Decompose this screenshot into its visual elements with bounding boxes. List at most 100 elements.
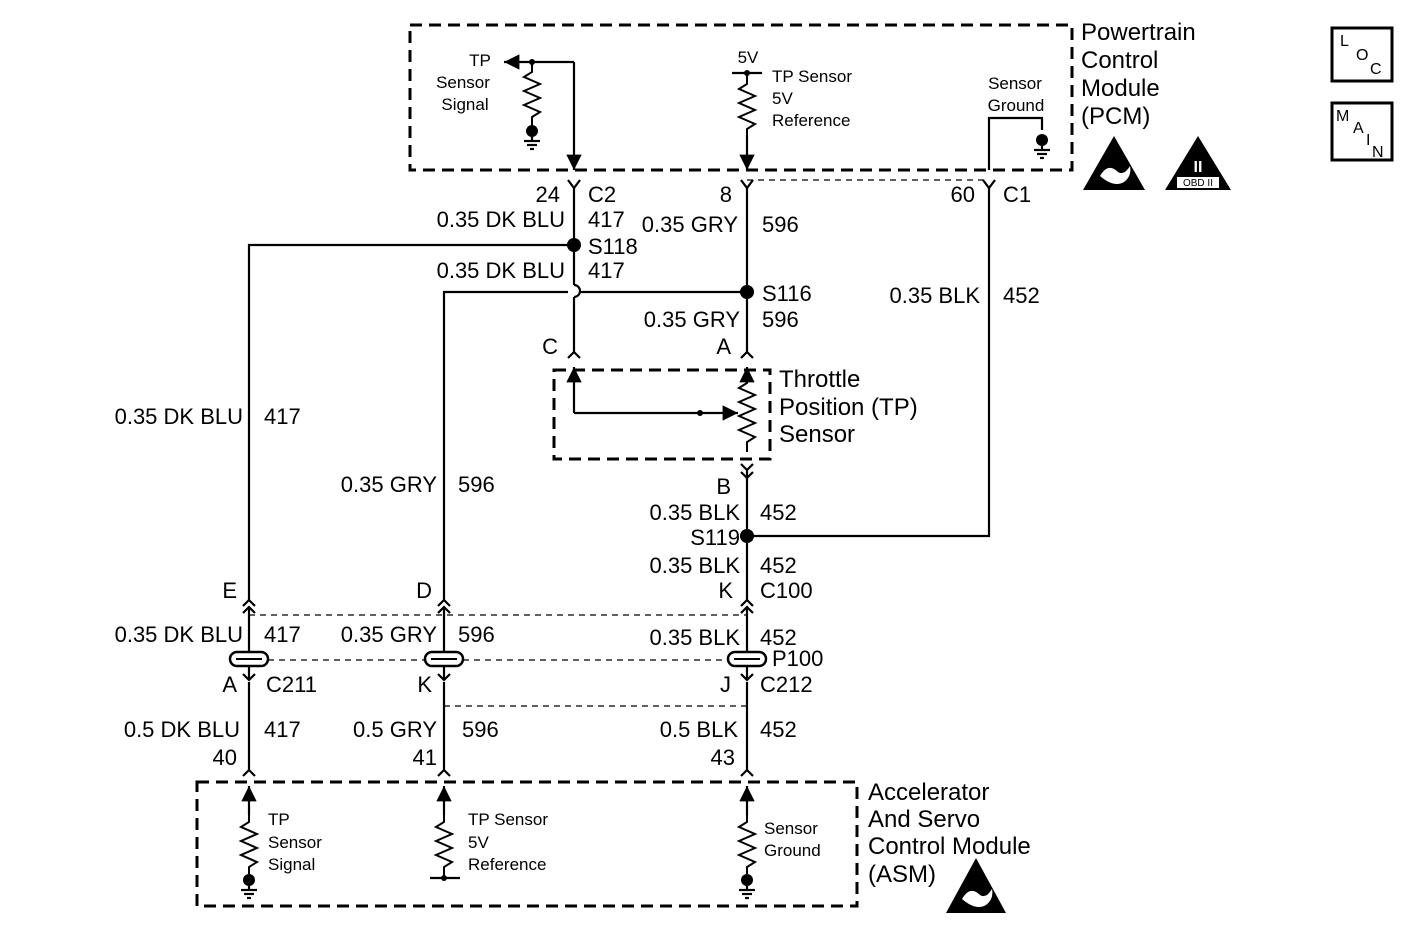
- label-gry-1: 0.35 GRY: [642, 212, 739, 237]
- label-596-5: 596: [462, 717, 499, 742]
- label-596-3: 596: [458, 472, 495, 497]
- splice-s119: [740, 529, 754, 543]
- label-blk-5: 0.5 BLK: [660, 717, 739, 742]
- conn-e: E: [222, 578, 237, 603]
- asm-5v-ref-label-2: 5V: [468, 833, 489, 852]
- pcm-module: Powertrain Control Module (PCM) TP Senso…: [408, 19, 1196, 172]
- tp-title-1: Throttle: [779, 366, 860, 393]
- asm-title-4: (ASM): [868, 861, 936, 888]
- label-417-3: 417: [264, 404, 301, 429]
- conn-a-c211: A: [222, 672, 237, 697]
- conn-d: D: [416, 578, 432, 603]
- conn-c211: C211: [266, 672, 317, 697]
- label-dkblu-3: 0.35 DK BLU: [115, 404, 243, 429]
- asm-tp-signal-label-2: Sensor: [268, 833, 322, 852]
- pcm-5v-resistor: [736, 73, 758, 135]
- label-596-2: 596: [762, 307, 799, 332]
- pcm-ground-line: [987, 116, 1044, 170]
- pcm-5v-ref-label-3: Reference: [772, 111, 850, 130]
- label-596-1: 596: [762, 212, 799, 237]
- pcm-title-3: Module: [1081, 75, 1160, 102]
- label-gry-5: 0.5 GRY: [353, 717, 437, 742]
- conn-c100: C100: [760, 578, 813, 603]
- asm-sensor-ground-label-2: Ground: [764, 841, 821, 860]
- tp-title-3: Sensor: [779, 421, 855, 448]
- label-417-2: 417: [588, 258, 625, 283]
- label-gry-2: 0.35 GRY: [644, 307, 741, 332]
- wire-labels: 0.35 DK BLU 417 S118 0.35 DK BLU 417 0.3…: [115, 207, 1040, 578]
- asm-5v-ref-label-1: TP Sensor: [468, 810, 548, 829]
- label-s118: S118: [588, 234, 638, 259]
- asm-title-3: Control Module: [868, 833, 1031, 860]
- label-s119: S119: [690, 525, 740, 550]
- loc-icon[interactable]: L O C: [1330, 26, 1394, 83]
- obd-icon-label: OBD II: [1183, 178, 1213, 189]
- pcm-sensor-ground-label-1: Sensor: [988, 74, 1042, 93]
- label-417-5: 417: [264, 717, 301, 742]
- svg-text:N: N: [1372, 144, 1384, 161]
- pin-24: 24: [536, 182, 560, 207]
- label-blk-4: 0.35 BLK: [649, 625, 740, 650]
- svg-text:L: L: [1340, 33, 1349, 50]
- tp-pin-a: A: [716, 334, 731, 359]
- pcm-ground-dot: [526, 125, 538, 137]
- pcm-tp-signal-label-2: Sensor: [436, 73, 490, 92]
- pcm-title-1: Powertrain: [1081, 19, 1196, 46]
- asm-pin-41: 41: [413, 745, 437, 770]
- asm-title-1: Accelerator: [868, 779, 989, 806]
- conn-k-c100: K: [718, 578, 733, 603]
- pcm-boundary: [408, 23, 1074, 172]
- conn-p100: P100: [772, 646, 823, 671]
- tp-title-2: Position (TP): [779, 394, 918, 421]
- tp-sensor-resistor: [736, 375, 758, 452]
- asm-5v-resistor: [433, 815, 455, 878]
- pin-60: 60: [951, 182, 975, 207]
- p100-grommet: [228, 650, 768, 668]
- pcm-tp-signal-label-1: TP: [469, 51, 491, 70]
- tp-pin-c: C: [542, 334, 558, 359]
- asm-title-2: And Servo: [868, 806, 980, 833]
- wire-417-to-asm: [247, 243, 574, 600]
- wire-596-to-asm: [442, 290, 568, 600]
- label-452-2: 452: [760, 500, 797, 525]
- asm-sensor-ground-label-1: Sensor: [764, 819, 818, 838]
- svg-text:C: C: [1370, 61, 1382, 78]
- label-dkblu-4: 0.35 DK BLU: [115, 622, 243, 647]
- asm-pin-43: 43: [711, 745, 735, 770]
- label-452-1: 452: [1003, 283, 1040, 308]
- tp-sensor-boundary: [552, 368, 772, 461]
- label-blk-3: 0.35 BLK: [649, 553, 740, 578]
- asm-signal-resistor: [238, 815, 260, 874]
- asm-tp-signal-label-3: Signal: [268, 855, 315, 874]
- label-452-3: 452: [760, 553, 797, 578]
- pcm-tp-signal-label-3: Signal: [441, 95, 488, 114]
- svg-text:A: A: [1353, 120, 1364, 137]
- pcm-title-4: (PCM): [1081, 103, 1150, 130]
- wire-452-pcm: [747, 188, 991, 538]
- label-gry-4: 0.35 GRY: [341, 622, 438, 647]
- svg-text:O: O: [1356, 47, 1368, 64]
- inline-connectors: E D K C100 0.35 DK BLU 417 0.35 GRY 596 …: [115, 578, 823, 777]
- pin-8: 8: [720, 182, 732, 207]
- conn-k-c212: K: [417, 672, 432, 697]
- pcm-pullup-resistor: [521, 62, 543, 126]
- pcm-title-2: Control: [1081, 47, 1158, 74]
- pcm-5v-label: 5V: [738, 48, 759, 67]
- label-dkblu-1: 0.35 DK BLU: [437, 207, 565, 232]
- main-icon[interactable]: M A I N: [1330, 101, 1394, 162]
- label-417-4: 417: [264, 622, 301, 647]
- asm-tp-signal-label-1: TP: [268, 810, 290, 829]
- obd-ii-icon: II OBD II: [1165, 136, 1231, 190]
- svg-text:I: I: [1366, 132, 1370, 149]
- pcm-5v-ref-label-1: TP Sensor: [772, 67, 852, 86]
- asm-5v-ref-label-3: Reference: [468, 855, 546, 874]
- label-gry-3: 0.35 GRY: [341, 472, 438, 497]
- esd-warning-icon: [946, 858, 1006, 913]
- label-blk-2: 0.35 BLK: [649, 500, 740, 525]
- label-dkblu-2: 0.35 DK BLU: [437, 258, 565, 283]
- tp-pin-b: B: [716, 474, 731, 499]
- asm-pin-40: 40: [213, 745, 237, 770]
- connector-c2: C2: [588, 182, 616, 207]
- label-s116: S116: [762, 281, 812, 306]
